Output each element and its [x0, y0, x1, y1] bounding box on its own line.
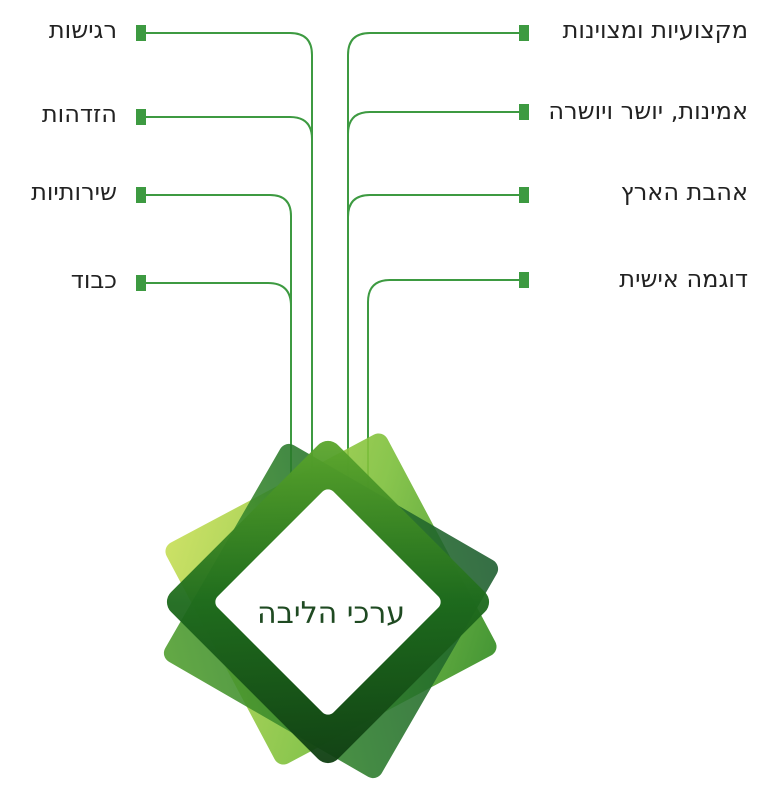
value-label-left-3: שירותיות	[31, 178, 117, 206]
markers	[136, 25, 529, 291]
connector-left-3	[146, 194, 292, 520]
marker-left-3	[136, 187, 146, 203]
right-connectors	[347, 32, 519, 520]
center-title: ערכי הליבה	[256, 596, 406, 631]
connector-left-4	[146, 282, 292, 520]
value-label-right-2: אמינות, יושר ויושרה	[548, 97, 748, 125]
value-label-left-1: רגישות	[48, 16, 117, 44]
marker-right-2	[519, 104, 529, 120]
marker-right-3	[519, 187, 529, 203]
connector-left-1	[146, 32, 313, 520]
marker-right-4	[519, 272, 529, 288]
connector-right-2	[347, 111, 519, 520]
value-label-left-2: הזדהות	[41, 100, 117, 128]
shape-inner-diamond	[215, 489, 441, 715]
center-shape	[163, 433, 499, 779]
marker-left-1	[136, 25, 146, 41]
left-connectors	[146, 32, 313, 520]
connector-right-1	[347, 32, 519, 520]
connector-left-2	[146, 116, 313, 520]
marker-right-1	[519, 25, 529, 41]
connector-right-4	[367, 279, 519, 520]
value-label-left-4: כבוד	[70, 266, 117, 294]
marker-left-2	[136, 109, 146, 125]
value-label-right-1: מקצועיות ומצוינות	[562, 16, 748, 44]
connector-right-3	[347, 194, 519, 520]
value-label-right-4: דוגמה אישית	[619, 265, 748, 293]
marker-left-4	[136, 275, 146, 291]
value-label-right-3: אהבת הארץ	[620, 178, 748, 206]
